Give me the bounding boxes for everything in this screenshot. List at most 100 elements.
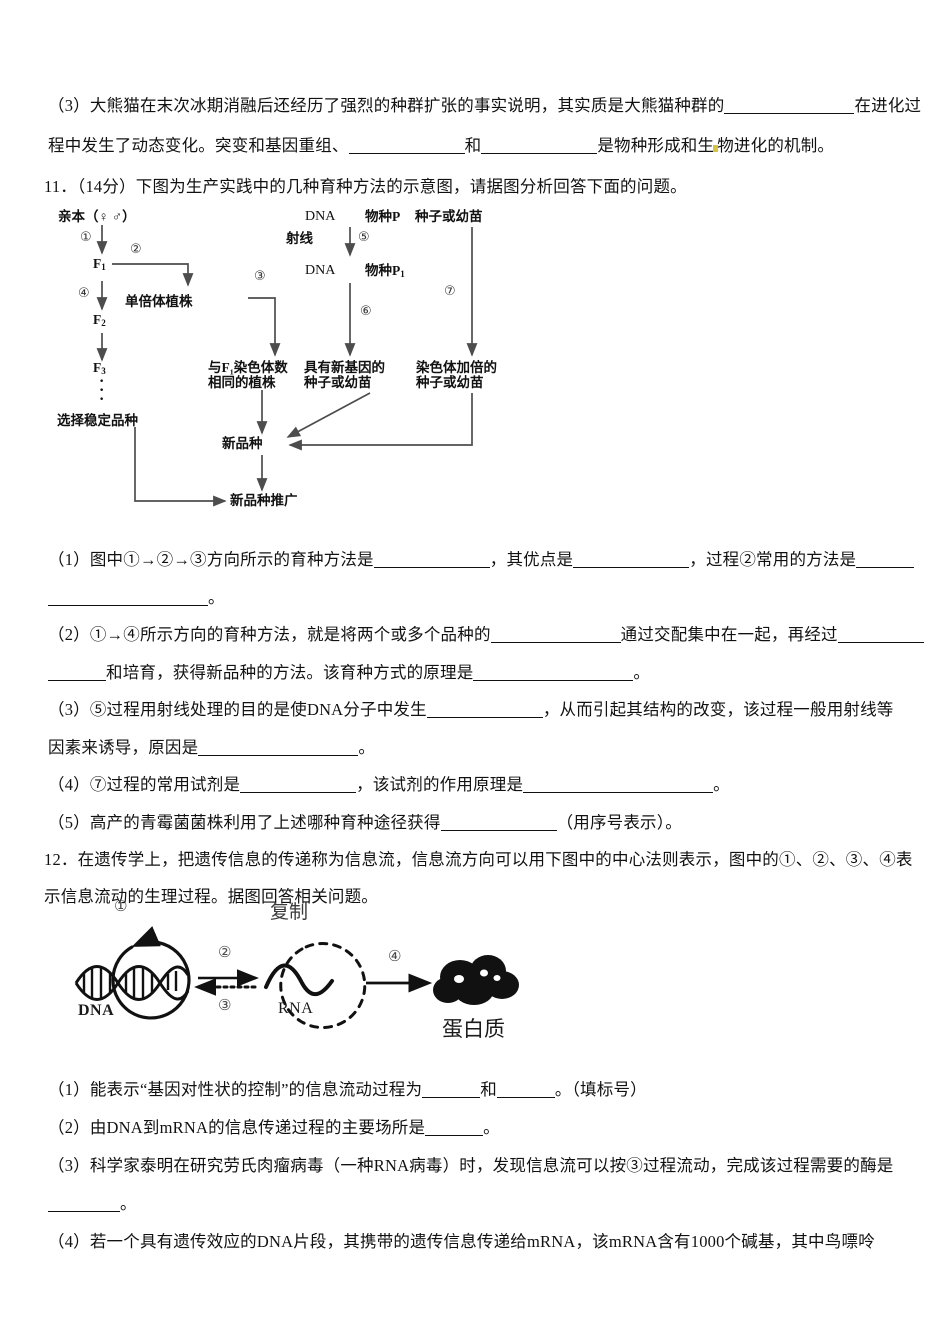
step-number-2: ② bbox=[218, 943, 232, 961]
q11-sub1-line1: （1）图中①→②→③方向所示的育种方法是 ，其优点是 ，过程②常用的方法是 bbox=[48, 540, 915, 580]
q11-sub5-seg2: （用序号表示）。 bbox=[556, 813, 682, 832]
answer-blank[interactable] bbox=[856, 567, 915, 568]
node-variety-promotion: 新品种推广 bbox=[230, 493, 298, 508]
q12-sub1-post: 。（填标号） bbox=[554, 1080, 647, 1099]
node-species-p1: 物种P1 bbox=[365, 263, 405, 279]
q10-line2-tail: 物进化的机制。 bbox=[717, 136, 835, 155]
step-number-1: ① bbox=[114, 897, 128, 915]
q11-sub3-seg2: ，从而引起其结构的改变，该过程一般用射线等 bbox=[542, 700, 894, 719]
q12-sub2: （2）由DNA到mRNA的信息传递过程的主要场所是。 bbox=[48, 1108, 500, 1148]
q11-sub1-tail: 。 bbox=[208, 588, 225, 607]
q10-part3-line2: 程中发生了动态变化。突变和基因重组、和是物种形成和生物进化的机制。 bbox=[48, 126, 834, 166]
q11-sub2-seg1: （2）①→④所示方向的育种方法，就是将两个或多个品种的 bbox=[48, 625, 491, 644]
answer-blank[interactable] bbox=[724, 113, 855, 114]
answer-blank[interactable] bbox=[523, 792, 714, 793]
dogma-diagram-shapes bbox=[74, 926, 519, 1030]
label-dna: DNA bbox=[78, 1002, 115, 1019]
answer-blank[interactable] bbox=[348, 153, 465, 154]
q10-line2-post: 是物种形成和生 bbox=[597, 136, 715, 155]
node-f3: F3 bbox=[93, 360, 106, 376]
answer-blank[interactable] bbox=[481, 153, 598, 154]
answer-blank[interactable] bbox=[373, 567, 490, 568]
q11-sub3-line2-pre: 因素来诱导，原因是 bbox=[48, 738, 199, 757]
q11-sub5-seg1: （5）高产的青霉菌菌株利用了上述哪种育种途径获得 bbox=[48, 813, 441, 832]
central-dogma-diagram: ① DNA ② ③ 复制 RNA ④ 蛋白质 bbox=[70, 895, 630, 1065]
q10-line2-mid: 和 bbox=[464, 136, 482, 155]
answer-blank[interactable] bbox=[240, 792, 357, 793]
step-number-7: ⑦ bbox=[444, 284, 456, 299]
answer-blank[interactable] bbox=[473, 680, 634, 681]
highlight-mark bbox=[713, 145, 719, 152]
q11-sub5: （5）高产的青霉菌菌株利用了上述哪种育种途径获得 （用序号表示）。 bbox=[48, 803, 682, 843]
node-ellipsis-dots: ··· bbox=[99, 373, 105, 408]
node-f2: F2 bbox=[93, 312, 106, 328]
q11-sub2-tail: 。 bbox=[633, 663, 651, 682]
breeding-diagram-lines bbox=[96, 225, 478, 507]
node-doubled-chromosome-seed: 染色体加倍的种子或幼苗 bbox=[416, 360, 497, 390]
breeding-methods-diagram: 亲本（♀ ♂） ① F1 ④ F2 F3 ··· 选择稳定品种 ② 单倍体植株 … bbox=[40, 205, 600, 530]
q11-sub4-tail: 。 bbox=[713, 775, 730, 794]
answer-blank[interactable] bbox=[426, 717, 543, 718]
answer-blank[interactable] bbox=[490, 642, 621, 643]
q11-sub4-seg2: ，该试剂的作用原理是 bbox=[356, 775, 524, 794]
label-rna: RNA bbox=[278, 1000, 314, 1017]
node-dna-top: DNA bbox=[305, 209, 336, 224]
node-same-chromosome-plant: 与F₁染色体数相同的植株 bbox=[208, 360, 288, 390]
answer-blank[interactable] bbox=[573, 567, 690, 568]
step-number-3: ③ bbox=[254, 269, 266, 284]
q12-stem-line1: 12．在遗传学上，把遗传信息的传递称为信息流，信息流方向可以用下图中的中心法则表… bbox=[44, 850, 913, 869]
node-parents: 亲本（♀ ♂） bbox=[58, 209, 136, 224]
answer-blank[interactable] bbox=[198, 755, 359, 756]
answer-blank[interactable] bbox=[440, 830, 557, 831]
step-number-2: ② bbox=[130, 242, 142, 257]
answer-blank[interactable] bbox=[496, 1097, 555, 1098]
node-new-gene-seed: 具有新基因的种子或幼苗 bbox=[304, 360, 385, 390]
q11-sub4: （4）⑦过程的常用试剂是，该试剂的作用原理是。 bbox=[48, 765, 730, 805]
step-number-1: ① bbox=[80, 230, 92, 245]
node-species-p: 物种P bbox=[365, 209, 401, 224]
label-protein: 蛋白质 bbox=[442, 1017, 505, 1041]
q10-line1-pre: （3）大熊猫在末次冰期消融后还经历了强烈的种群扩张的事实说明，其实质是大熊猫种群… bbox=[48, 96, 725, 115]
step-number-5: ⑤ bbox=[358, 230, 370, 245]
q11-sub1-line2: 。 bbox=[48, 578, 225, 618]
node-new-variety: 新品种 bbox=[222, 436, 263, 451]
q11-sub1-seg3: ，过程②常用的方法是 bbox=[689, 550, 857, 569]
q11-sub2-line2-pre: 和培育，获得新品种的方法。该育种方式的原理是 bbox=[106, 663, 474, 682]
answer-blank[interactable] bbox=[48, 1211, 120, 1212]
q12-sub3-line1: （3）科学家泰明在研究劳氏肉瘤病毒（一种RNA病毒）时，发现信息流可以按③过程流… bbox=[48, 1146, 894, 1186]
q11-sub1-seg2: ，其优点是 bbox=[489, 550, 574, 569]
answer-blank[interactable] bbox=[425, 1135, 484, 1136]
node-f1: F1 bbox=[93, 256, 106, 272]
answer-blank[interactable] bbox=[48, 605, 208, 606]
node-ray-label: 射线 bbox=[286, 231, 313, 246]
q11-sub2-line2: 和培育，获得新品种的方法。该育种方式的原理是 。 bbox=[48, 653, 650, 693]
q11-stem: 11．（14分）下图为生产实践中的几种育种方法的示意图，请据图分析回答下面的问题… bbox=[44, 177, 687, 196]
node-dna-bottom: DNA bbox=[305, 263, 336, 278]
q12-sub3-line2: 。 bbox=[48, 1184, 137, 1224]
answer-blank[interactable] bbox=[837, 642, 924, 643]
node-select-stable-variety: 选择稳定品种 bbox=[57, 413, 138, 428]
q10-part3-line1: （3）大熊猫在末次冰期消融后还经历了强烈的种群扩张的事实说明，其实质是大熊猫种群… bbox=[48, 86, 921, 126]
q11-sub3-seg1: （3）⑤过程用射线处理的目的是使DNA分子中发生 bbox=[48, 700, 427, 719]
q12-sub4-pre: （4）若一个具有遗传效应的DNA片段，其携带的遗传信息传递给mRNA，该mRNA… bbox=[48, 1232, 875, 1251]
q12-sub2-pre: （2）由DNA到mRNA的信息传递过程的主要场所是 bbox=[48, 1118, 426, 1137]
q11-sub2-seg2: 通过交配集中在一起，再经过 bbox=[620, 625, 838, 644]
q12-sub3-tail: 。 bbox=[120, 1194, 137, 1213]
answer-blank[interactable] bbox=[422, 1097, 481, 1098]
q11-sub3-line1: （3）⑤过程用射线处理的目的是使DNA分子中发生 ，从而引起其结构的改变，该过程一… bbox=[48, 690, 894, 730]
step-number-4: ④ bbox=[78, 286, 90, 301]
q11-sub3-line2: 因素来诱导，原因是 。 bbox=[48, 728, 375, 768]
q10-line1-post: 在进化过 bbox=[854, 96, 922, 115]
q11-sub3-tail: 。 bbox=[358, 738, 376, 757]
q12-sub4: （4）若一个具有遗传效应的DNA片段，其携带的遗传信息传递给mRNA，该mRNA… bbox=[48, 1222, 875, 1262]
q12-sub1-pre: （1）能表示“基因对性状的控制”的信息流动过程为 bbox=[48, 1080, 423, 1099]
answer-blank[interactable] bbox=[48, 680, 106, 681]
q12-sub1-mid: 和 bbox=[480, 1080, 497, 1099]
step-number-3: ③ bbox=[218, 996, 232, 1014]
q11-sub1-seg1: （1）图中①→②→③方向所示的育种方法是 bbox=[48, 550, 374, 569]
step-number-6: ⑥ bbox=[360, 304, 372, 319]
q12-sub1: （1）能表示“基因对性状的控制”的信息流动过程为 和 。（填标号） bbox=[48, 1070, 647, 1110]
step-number-4: ④ bbox=[388, 947, 402, 965]
label-replication: 复制 bbox=[270, 902, 309, 923]
